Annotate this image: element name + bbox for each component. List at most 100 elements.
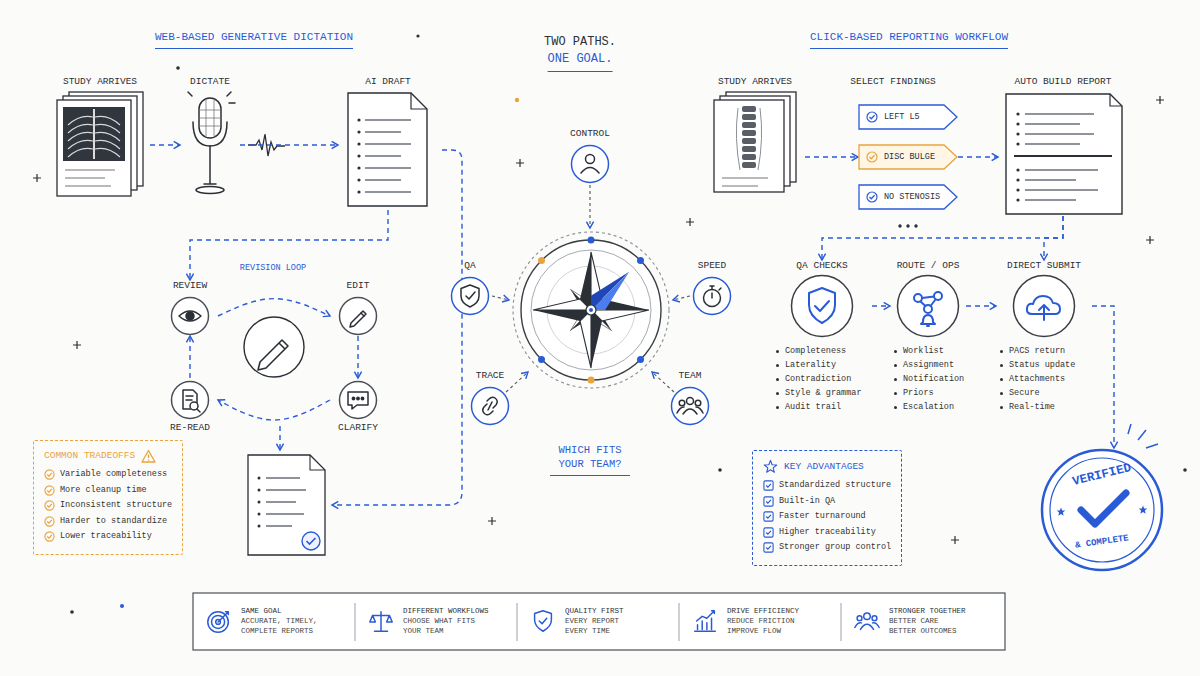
draft-illustration-part xyxy=(357,154,360,157)
check-mark-part xyxy=(764,528,773,537)
scatter-dots xyxy=(33,34,1187,613)
bullet-list: WorklistAssignmentNotificationPriorsEsca… xyxy=(890,344,964,414)
factor-arrows-part xyxy=(673,296,690,300)
section-heading: CLICK-BASED REPORTING WORKFLOW xyxy=(810,30,1008,49)
icon-holder xyxy=(1012,274,1076,338)
compass-part xyxy=(588,377,595,384)
spine-illustration-part xyxy=(742,162,756,168)
mic-illustration-part-part xyxy=(199,98,221,138)
check-mark xyxy=(763,480,774,491)
flow-connector xyxy=(218,299,330,316)
icon-label: RE-READ xyxy=(170,422,210,434)
list-item: Harder to standardize xyxy=(60,514,167,530)
check-mark-part xyxy=(766,546,771,549)
finding-text: DISC BULGE xyxy=(884,152,935,162)
eye-icon-part xyxy=(172,298,209,335)
icon-label: CONTROL xyxy=(570,128,610,140)
draft-illustration-part xyxy=(411,93,427,109)
icon-holder xyxy=(670,386,710,426)
check-mark-part xyxy=(47,473,52,476)
bullet-row: Real-time xyxy=(1000,400,1075,414)
star-icon xyxy=(763,459,778,474)
more-findings-dots-part xyxy=(898,224,901,227)
bullet-row: Completeness xyxy=(776,344,862,358)
icon-holder xyxy=(691,607,719,635)
clarify-step: CLARIFY xyxy=(330,378,386,434)
icon-holder xyxy=(141,449,156,463)
scales-icon xyxy=(367,607,395,635)
final-document-part xyxy=(266,478,306,526)
goal-item: DIFFERENT WORKFLOWSCHOOSE WHAT FITS YOUR… xyxy=(367,606,489,636)
link-icon-part-part xyxy=(488,402,492,410)
compass-part xyxy=(533,299,591,321)
bullet-dot xyxy=(776,406,779,409)
final-document-part xyxy=(258,501,261,504)
section-heading: ONE GOAL. xyxy=(548,52,613,72)
list-item: More cleanup time xyxy=(60,483,147,499)
team-icon-part xyxy=(672,388,709,425)
list-item: Notification xyxy=(903,372,964,386)
draft-illustration-part xyxy=(357,178,360,181)
team-icon-part-part xyxy=(696,407,703,413)
list-item: Stronger group control xyxy=(779,540,891,556)
bottom-bar xyxy=(193,593,1005,650)
compass-part xyxy=(586,305,596,315)
spine-illustration-part xyxy=(742,114,756,120)
chat-icon-part-part xyxy=(348,392,368,409)
route-icon-part-part xyxy=(921,315,935,324)
icon-holder xyxy=(205,607,233,635)
route-icon-part xyxy=(898,276,959,337)
bullet-row: Attachments xyxy=(1000,372,1075,386)
tag-outline xyxy=(859,145,957,169)
draft-illustration-part xyxy=(357,190,360,193)
final-document xyxy=(248,455,325,555)
draft-illustration-part xyxy=(365,167,411,168)
flow-connector xyxy=(872,305,890,306)
chart-icon-part-part xyxy=(695,611,716,632)
check-mark-part xyxy=(764,497,773,506)
list-item: Assignment xyxy=(903,358,954,372)
list-row: Stronger group control xyxy=(763,540,891,556)
spine-illustration-part xyxy=(742,146,756,152)
goal-item: STRONGER TOGETHERBETTER CARE BETTER OUTC… xyxy=(853,606,968,636)
control-factor: CONTROL xyxy=(562,128,618,184)
check-mark-part xyxy=(870,155,875,159)
review-step: REVIEW xyxy=(162,280,218,336)
list-row: Lower traceability xyxy=(44,529,172,545)
docsearch-icon-part-part xyxy=(197,409,200,412)
docsearch-icon-part xyxy=(172,382,209,419)
goal-text: STRONGER TOGETHERBETTER CARE BETTER OUTC… xyxy=(889,606,968,636)
icon-holder xyxy=(180,90,240,200)
box-header: KEY ADVANTAGES xyxy=(763,459,891,474)
step-heading: ROUTE / OPS xyxy=(897,260,960,272)
check-mark-part xyxy=(764,543,773,552)
bullet-dot xyxy=(1000,378,1003,381)
report-illustration-part xyxy=(1025,123,1080,124)
factor-arrows xyxy=(492,185,690,392)
icon-holder xyxy=(998,90,1128,216)
flow-connector xyxy=(189,336,190,378)
docsearch-icon xyxy=(170,380,210,420)
report-document: AUTO BUILD REPORT xyxy=(998,76,1128,216)
report-illustration-part xyxy=(1025,199,1076,200)
list-item: Status update xyxy=(1009,358,1075,372)
flow-connector xyxy=(805,156,858,157)
compass-part xyxy=(521,240,661,380)
shieldB-icon-part-part xyxy=(809,288,835,323)
goal-item: DRIVE EFFICIENCYREDUCE FRICTION IMPROVE … xyxy=(691,606,806,636)
draft-illustration-part xyxy=(357,142,360,145)
watch-icon-part-part xyxy=(710,286,721,298)
check-mark xyxy=(44,469,55,480)
icon-holder xyxy=(896,274,960,338)
report-illustration-part xyxy=(1025,133,1094,134)
compass-part xyxy=(531,250,651,370)
mic-illustration xyxy=(180,90,240,200)
goal-title: STRONGER TOGETHER xyxy=(889,606,968,616)
stamp-sparks xyxy=(1128,424,1158,448)
icon-holder xyxy=(470,386,510,426)
scatter-dots-part xyxy=(120,604,124,608)
final-document-part xyxy=(258,513,261,516)
list-item: Built-in QA xyxy=(779,494,835,510)
bullet-row: Audit trail xyxy=(776,400,862,414)
list-item: Standardized structure xyxy=(779,478,891,494)
